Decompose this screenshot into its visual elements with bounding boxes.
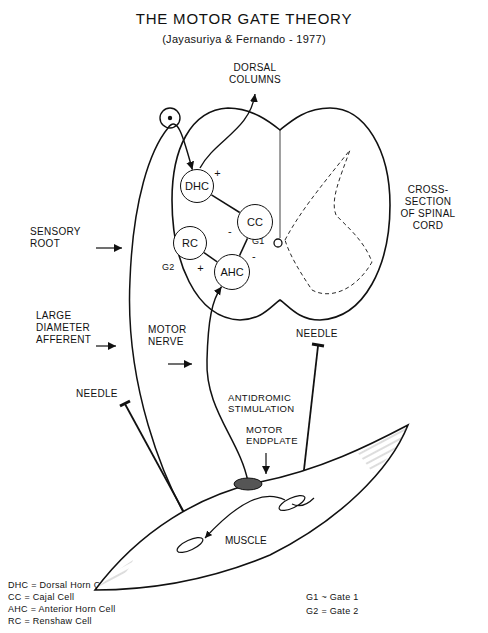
spinal-cord-outline <box>172 108 390 320</box>
root-label: SENSORY ROOT <box>30 226 92 250</box>
sign-mark: + <box>213 167 222 180</box>
cajal-cell: CC <box>237 204 273 240</box>
cell-abbreviation: AHC <box>220 266 243 278</box>
grey-matter-outline <box>285 150 372 294</box>
dorsal-columns-arrow <box>200 94 255 168</box>
motor-nerve-pointer <box>168 363 192 364</box>
synaptic-link <box>211 195 239 213</box>
nerve-label: MOTOR NERVE <box>148 324 198 348</box>
afferent-pointer <box>96 345 116 346</box>
nerve-fibre <box>207 287 248 482</box>
synaptic-link <box>240 238 248 255</box>
renshaw-cell: RC <box>173 226 207 260</box>
diagram-title: THE MOTOR GATE THEORY <box>0 10 488 28</box>
sign-mark: - <box>250 250 258 263</box>
dorsal-horn-cell: DHC <box>180 169 214 203</box>
central-canal <box>274 239 282 247</box>
muscle: MUSCLE <box>88 418 418 603</box>
tract-label: DORSAL COLUMNS <box>222 62 288 86</box>
anterior-horn-cell: AHC <box>214 254 250 290</box>
key-entry: RC = Renshaw Cell <box>8 616 208 627</box>
needle-left-head <box>120 401 130 406</box>
needle-label: NEEDLE <box>296 328 346 340</box>
needle-label: NEEDLE <box>76 388 126 400</box>
needle-right-head <box>312 344 324 346</box>
muscle-outline <box>88 418 418 603</box>
region-label: CROSS- SECTION OF SPINAL CORD <box>396 184 460 232</box>
stimulation-label: ANTIDROMIC STIMULATION <box>228 392 302 415</box>
synaptic-link <box>204 253 217 262</box>
key-entry: CC = Cajal Cell <box>8 592 208 603</box>
sign-mark: - <box>226 225 234 238</box>
endplate-pointer <box>265 453 266 474</box>
key-entry: G1 ~ Gate 1 <box>306 592 426 603</box>
key-entry: G2 = Gate 2 <box>306 606 426 617</box>
muscle-label: MUSCLE <box>225 535 267 546</box>
endplate-label: MOTOR ENDPLATE <box>246 424 304 447</box>
sensory-root-pointer <box>96 247 122 248</box>
sign-mark: + <box>196 262 205 275</box>
fibre-label: LARGE DIAMETER AFFERENT <box>36 310 96 346</box>
gate-label: G2 <box>162 262 176 273</box>
cell-abbreviation: RC <box>182 237 198 249</box>
cell-abbreviation: DHC <box>185 180 209 192</box>
median-septum <box>280 130 281 238</box>
key-entry: AHC = Anterior Horn Cell <box>8 604 208 615</box>
cell-abbreviation: CC <box>247 216 263 228</box>
subtitle: (Jayasuriya & Fernando - 1977) <box>0 33 488 46</box>
ganglion-dot <box>168 116 172 120</box>
